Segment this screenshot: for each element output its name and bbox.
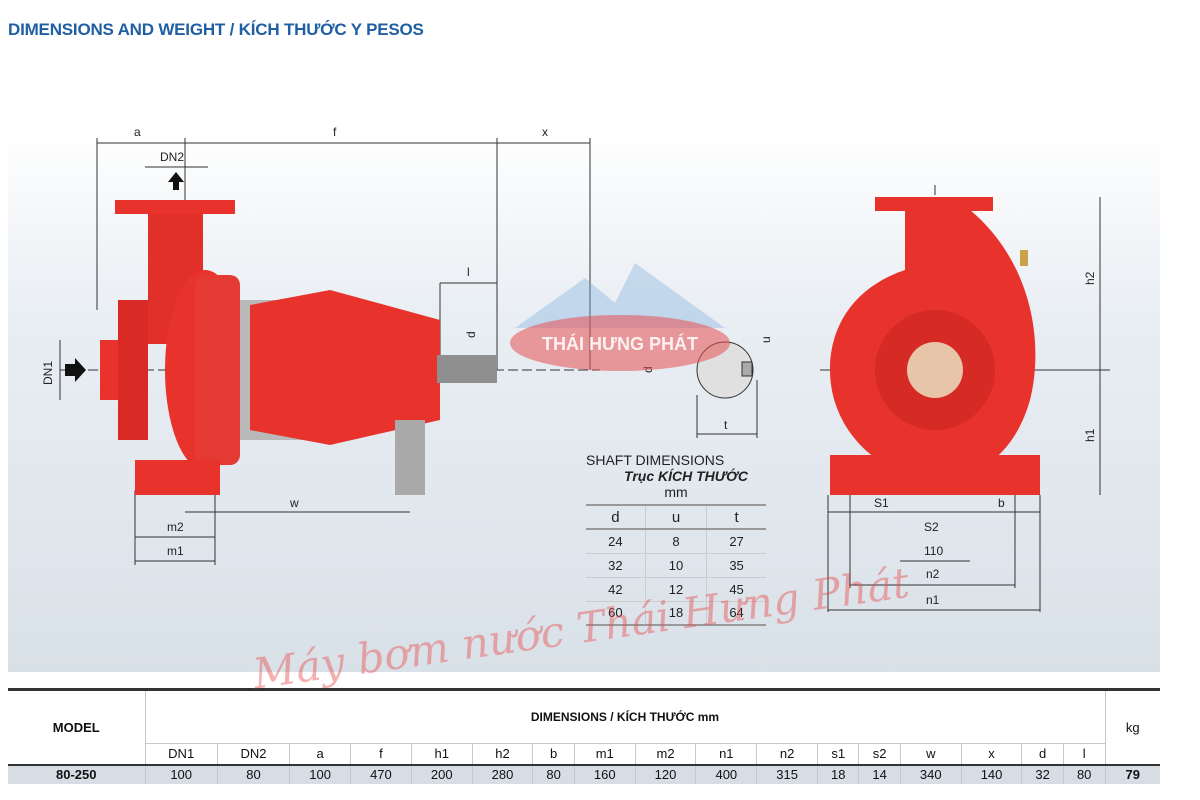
col-header-dn2: DN2 bbox=[216, 743, 290, 765]
label-n1: n1 bbox=[926, 593, 940, 607]
label-d-side: d bbox=[464, 331, 478, 338]
col-header-m2: m2 bbox=[634, 743, 696, 765]
shaft-title: SHAFT DIMENSIONS bbox=[586, 452, 725, 468]
value-cell: 80 bbox=[532, 763, 575, 784]
value-cell: 400 bbox=[695, 763, 757, 784]
value-cell: 120 bbox=[634, 763, 696, 784]
label-l: l bbox=[467, 265, 470, 279]
value-cell: 470 bbox=[350, 763, 412, 784]
model-header: MODEL bbox=[52, 719, 100, 735]
col-d: d bbox=[586, 505, 646, 530]
col-header-s2: s2 bbox=[858, 743, 901, 765]
shaft-unit: mm bbox=[664, 484, 688, 500]
value-cell: 160 bbox=[573, 763, 636, 784]
col-header-h1: h1 bbox=[410, 743, 473, 765]
col-header-f: f bbox=[350, 743, 412, 765]
value-cell: 18 bbox=[817, 763, 859, 784]
col-header-l: l bbox=[1062, 743, 1105, 765]
col-u: u bbox=[644, 505, 707, 530]
shaft-subtitle: Trục KÍCH THƯỚC bbox=[624, 468, 748, 484]
value-cell: 140 bbox=[960, 763, 1022, 784]
col-t: t bbox=[706, 505, 766, 530]
label-x: x bbox=[542, 125, 548, 139]
label-110: 110 bbox=[924, 544, 943, 558]
col-header-a: a bbox=[289, 743, 351, 765]
value-cell: 280 bbox=[471, 763, 533, 784]
page-title: DIMENSIONS AND WEIGHT / KÍCH THƯỚC Y PES… bbox=[8, 20, 424, 39]
weight-cell: 79 bbox=[1104, 763, 1160, 784]
label-m2: m2 bbox=[167, 520, 184, 534]
value-cell: 340 bbox=[899, 763, 962, 784]
value-cell: 100 bbox=[289, 763, 351, 784]
logo: THÁI HƯNG PHÁT bbox=[505, 258, 735, 388]
value-cell: 100 bbox=[144, 763, 218, 784]
col-header-s1: s1 bbox=[817, 743, 859, 765]
label-h2: h2 bbox=[1083, 271, 1097, 285]
label-w: w bbox=[289, 496, 299, 510]
col-header-n1: n1 bbox=[695, 743, 757, 765]
model-cell: 80-250 bbox=[8, 763, 145, 784]
label-dn2: DN2 bbox=[160, 150, 184, 164]
label-n2: n2 bbox=[926, 567, 940, 581]
value-cell: 32 bbox=[1021, 763, 1064, 784]
value-cell: 200 bbox=[410, 763, 473, 784]
label-s1: S1 bbox=[874, 496, 889, 510]
value-cell: 14 bbox=[858, 763, 901, 784]
label-h1: h1 bbox=[1083, 428, 1097, 442]
label-dn1: DN1 bbox=[41, 361, 55, 385]
col-header-w: w bbox=[899, 743, 962, 765]
weight-header: kg bbox=[1104, 689, 1160, 765]
label-a: a bbox=[134, 125, 141, 139]
col-header-n2: n2 bbox=[756, 743, 818, 765]
label-m1: m1 bbox=[167, 544, 184, 558]
col-header-m1: m1 bbox=[573, 743, 636, 765]
value-cell: 80 bbox=[1062, 763, 1105, 784]
col-header-d: d bbox=[1021, 743, 1064, 765]
value-cell: 315 bbox=[756, 763, 818, 784]
col-header-x: x bbox=[960, 743, 1022, 765]
logo-text: THÁI HƯNG PHÁT bbox=[542, 333, 698, 354]
pump-front-view bbox=[830, 197, 1040, 495]
col-header-b: b bbox=[532, 743, 575, 765]
pump-drawing: a f x DN2 DN1 l d u d t w m2 m1 h2 h1 S1… bbox=[41, 125, 1110, 612]
pump-side-view bbox=[65, 172, 497, 495]
label-f: f bbox=[333, 125, 337, 139]
label-b: b bbox=[998, 496, 1005, 510]
col-header-h2: h2 bbox=[471, 743, 533, 765]
label-s2: S2 bbox=[924, 520, 939, 534]
label-u: u bbox=[759, 336, 773, 343]
dims-header: DIMENSIONS / KÍCH THƯỚC mm bbox=[144, 689, 1105, 744]
label-t: t bbox=[724, 418, 728, 432]
col-header-dn1: DN1 bbox=[144, 743, 218, 765]
value-cell: 80 bbox=[216, 763, 290, 784]
